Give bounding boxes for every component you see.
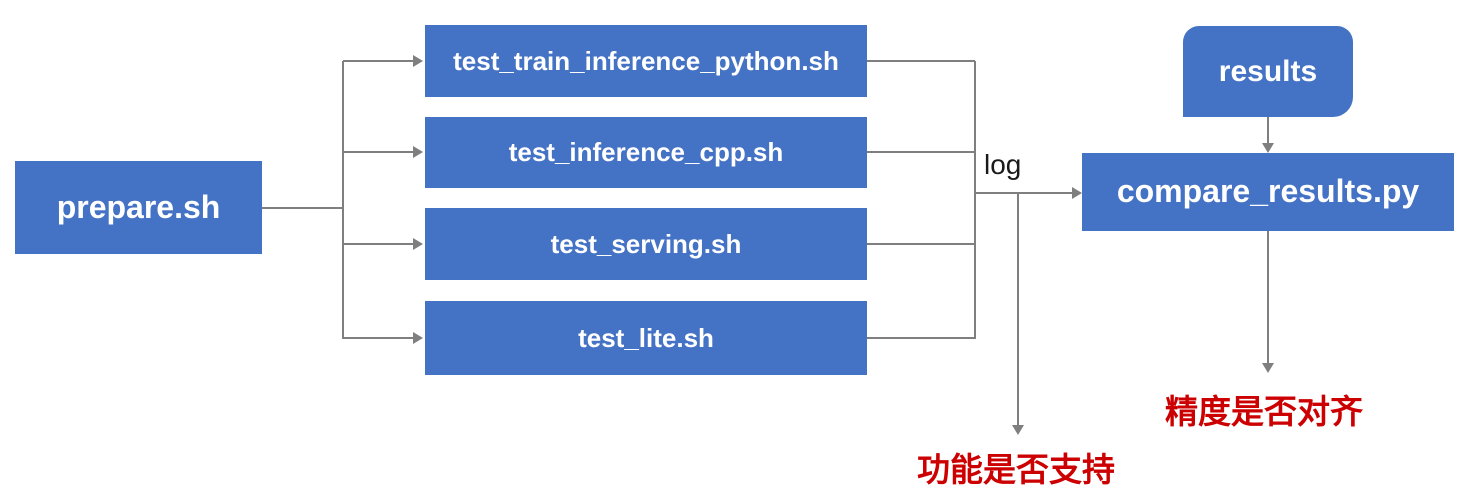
arrowhead-into-compare-top: [1262, 143, 1274, 153]
connector-prepare-to-branch: [262, 207, 343, 209]
connector-log-to-compare: [975, 192, 1072, 194]
node-test-inference-cpp-sh: test_inference_cpp.sh: [425, 117, 867, 188]
connector-branch-to-test-4: [343, 337, 413, 339]
arrowhead-function-outcome: [1012, 425, 1024, 435]
arrowhead-into-test-3: [413, 238, 423, 250]
outcome-function-support-label: 功能是否支持: [917, 451, 1115, 488]
connector-test-4-to-collector: [867, 337, 975, 339]
arrowhead-into-test-1: [413, 55, 423, 67]
connector-test-1-to-collector: [867, 60, 975, 62]
node-test-serving-sh: test_serving.sh: [425, 208, 867, 280]
log-edge-label: log: [984, 149, 1022, 180]
node-test-train-inference-python-sh: test_train_inference_python.sh: [425, 25, 867, 97]
connector-test-2-to-collector: [867, 151, 975, 153]
connector-test-3-to-collector: [867, 243, 975, 245]
arrowhead-precision-outcome: [1262, 363, 1274, 373]
arrowhead-into-compare: [1072, 187, 1082, 199]
node-test-lite-sh: test_lite.sh: [425, 301, 867, 375]
node-compare-results-py: compare_results.py: [1082, 153, 1454, 231]
arrowhead-into-test-4: [413, 332, 423, 344]
outcome-precision-aligned-label: 精度是否对齐: [1165, 393, 1363, 430]
connector-results-to-compare: [1267, 117, 1269, 143]
node-results: results: [1183, 26, 1353, 117]
connector-collector-spine: [974, 61, 976, 339]
connector-compare-to-precision-outcome: [1267, 231, 1269, 363]
connector-branch-to-test-1: [343, 60, 413, 62]
connector-branch-to-test-3: [343, 243, 413, 245]
arrowhead-into-test-2: [413, 146, 423, 158]
connector-branch-spine: [342, 61, 344, 339]
connector-log-to-function-outcome: [1017, 193, 1019, 425]
node-prepare-sh: prepare.sh: [15, 161, 262, 254]
connector-branch-to-test-2: [343, 151, 413, 153]
